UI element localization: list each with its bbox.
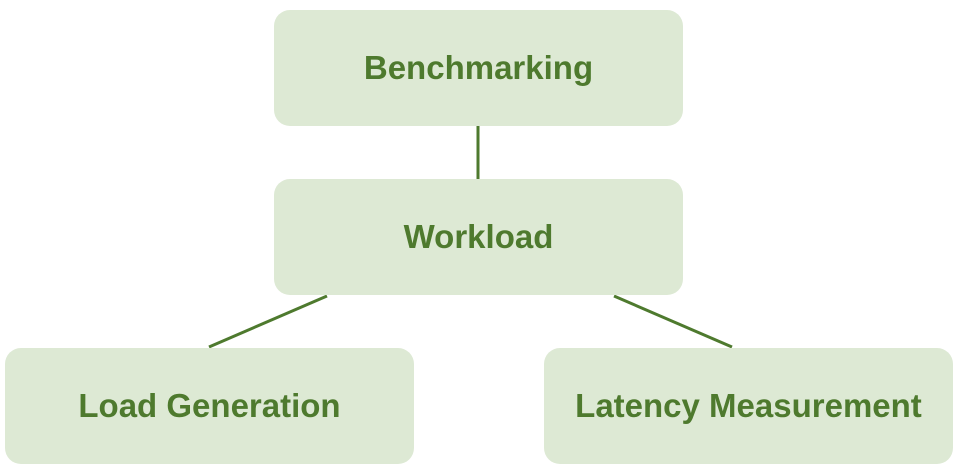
node-workload: Workload xyxy=(274,179,683,295)
node-load-generation: Load Generation xyxy=(5,348,414,464)
node-label-workload: Workload xyxy=(403,218,554,255)
node-benchmarking: Benchmarking xyxy=(274,10,683,126)
node-label-latency-measurement: Latency Measurement xyxy=(575,387,922,424)
node-latency-measurement: Latency Measurement xyxy=(544,348,953,464)
edge-workload-latency-measurement xyxy=(613,294,733,349)
node-label-benchmarking: Benchmarking xyxy=(363,49,594,86)
node-label-load-generation: Load Generation xyxy=(78,387,341,424)
edge-workload-load-generation xyxy=(208,294,328,349)
